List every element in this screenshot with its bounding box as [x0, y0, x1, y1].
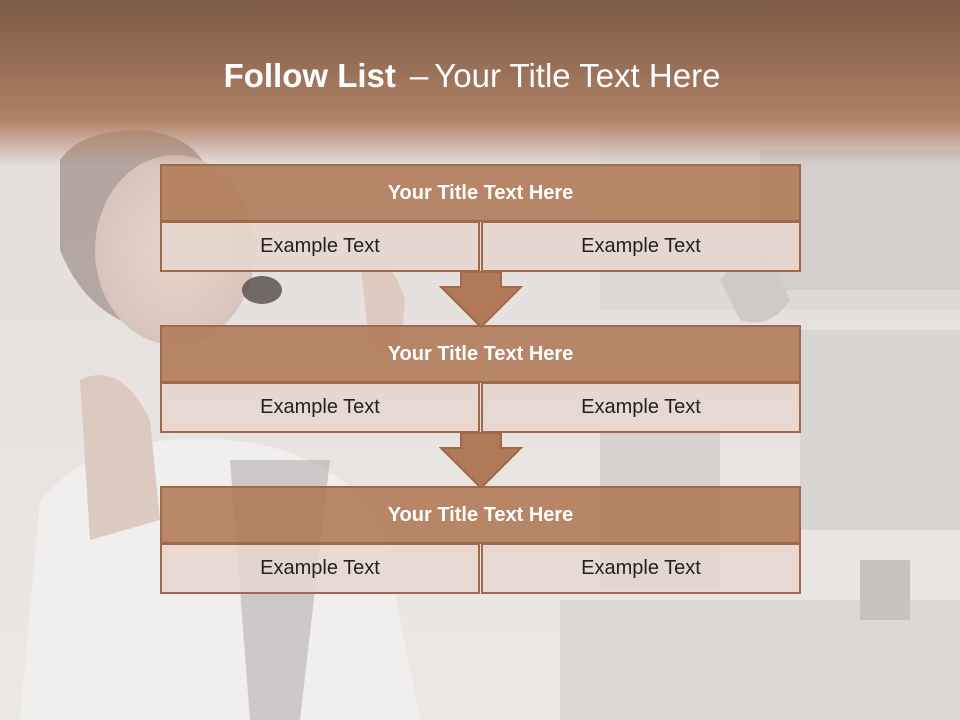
- step-left-text: Example Text: [160, 221, 480, 272]
- step-title: Your Title Text Here: [160, 164, 801, 222]
- step-block: Your Title Text Here Example Text Exampl…: [160, 164, 801, 272]
- step-block: Your Title Text Here Example Text Exampl…: [160, 486, 801, 594]
- step-right-text: Example Text: [481, 382, 801, 433]
- down-arrow-icon: [439, 432, 523, 490]
- step-title: Your Title Text Here: [160, 325, 801, 383]
- title-rest: Your Title Text Here: [434, 57, 721, 94]
- header-band: [0, 0, 960, 165]
- step-right-text: Example Text: [481, 543, 801, 594]
- step-right-text: Example Text: [481, 221, 801, 272]
- title-separator: –: [409, 57, 429, 94]
- step-title: Your Title Text Here: [160, 486, 801, 544]
- step-left-text: Example Text: [160, 382, 480, 433]
- slide-title: Follow List–Your Title Text Here: [0, 56, 944, 96]
- title-bold: Follow List: [223, 57, 396, 94]
- down-arrow-icon: [439, 271, 523, 329]
- step-block: Your Title Text Here Example Text Exampl…: [160, 325, 801, 433]
- step-left-text: Example Text: [160, 543, 480, 594]
